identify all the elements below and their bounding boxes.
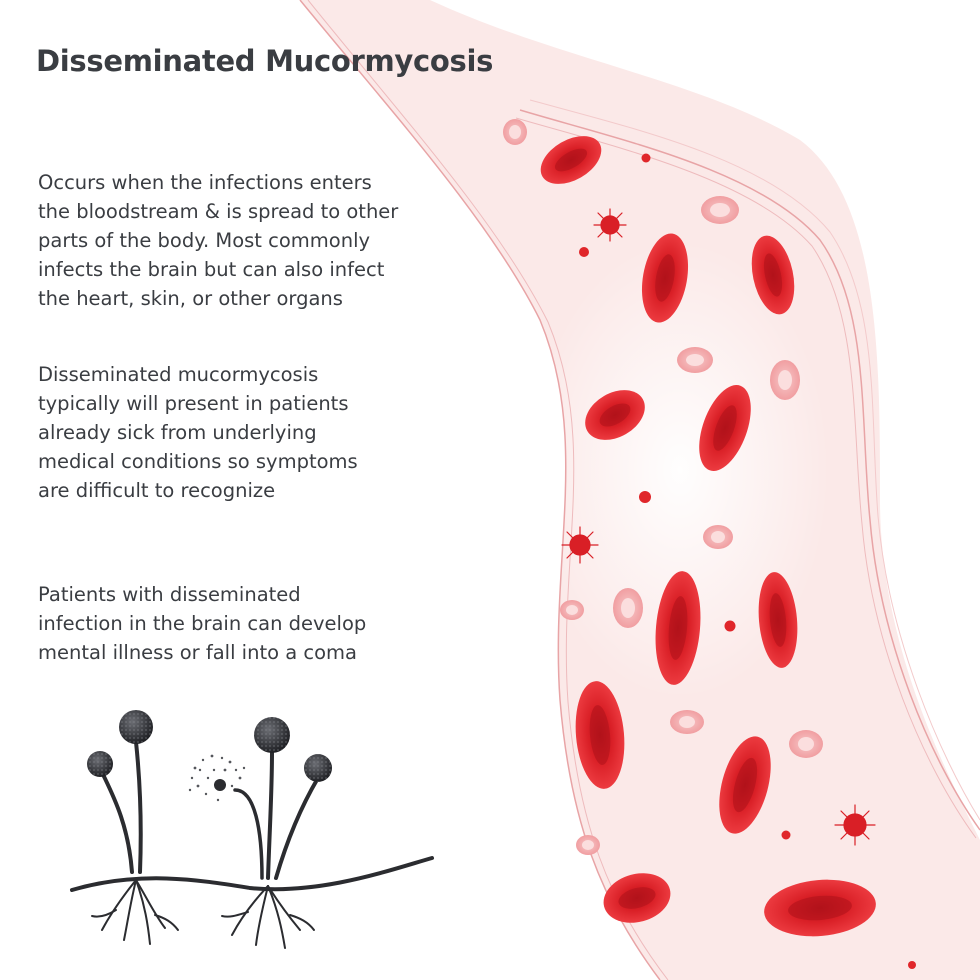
fungus-sporangium-icon [70,710,434,949]
paragraph-line: Occurs when the infections enters [38,171,372,194]
platelet-icon [579,153,916,969]
paragraph-line: parts of the body. Most commonly [38,229,371,252]
page-title: Disseminated Mucormycosis [36,44,494,78]
paragraph-line: the bloodstream & is spread to other [38,200,399,223]
paragraph-line: Disseminated mucormycosis [38,363,319,386]
description-paragraph-1: Occurs when the infections enters the bl… [38,168,478,313]
paragraph-line: mental illness or fall into a coma [38,641,357,664]
description-paragraph-2: Disseminated mucormycosis typically will… [38,360,478,505]
description-paragraph-3: Patients with disseminated infection in … [38,580,478,667]
paragraph-line: the heart, skin, or other organs [38,287,343,310]
spiky-pathogen-icon [561,208,876,846]
paragraph-line: are difficult to recognize [38,479,276,502]
paragraph-line: infection in the brain can develop [38,612,367,635]
paragraph-line: infects the brain but can also infect [38,258,385,281]
paragraph-line: typically will present in patients [38,392,349,415]
red-blood-cell-icon [540,136,876,937]
paragraph-line: already sick from underlying [38,421,317,444]
light-blood-cell-icon [503,119,823,855]
paragraph-line: Patients with disseminated [38,583,301,606]
paragraph-line: medical conditions so symptoms [38,450,358,473]
